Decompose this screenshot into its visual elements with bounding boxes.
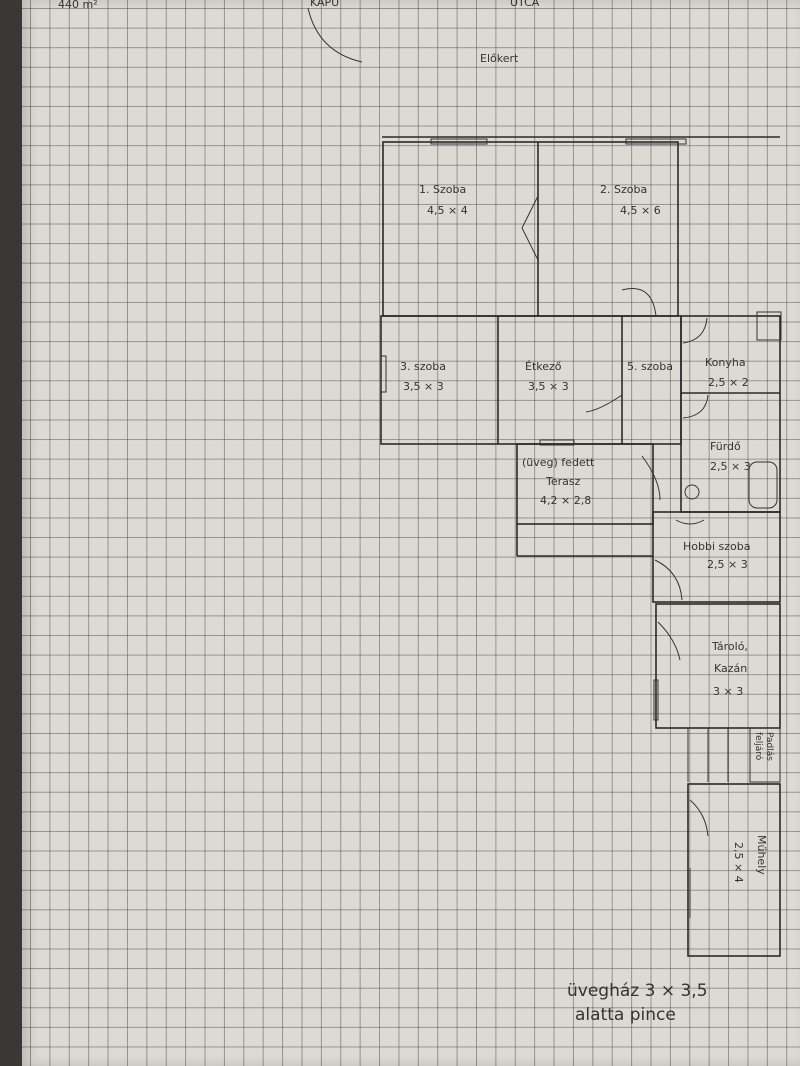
door-room5-arc (585, 394, 623, 413)
label-padlas-2: feljáró (753, 732, 764, 761)
label-room2-name: 2. Szoba (600, 183, 647, 196)
graph-paper-sheet (22, 0, 800, 1066)
door-room5-top-arc (621, 288, 657, 317)
label-terasz-size: 4,2 × 2,8 (540, 494, 591, 507)
label-konyha-name: Konyha (705, 356, 746, 369)
label-padlas-1: Padlás (764, 732, 774, 761)
door-terasz-arc (641, 455, 661, 501)
wall-rooms-1-2 (382, 141, 679, 317)
label-tarolo-name2: Kazán (714, 662, 747, 675)
label-room5-name: 5. szoba (627, 360, 673, 373)
stove (756, 311, 782, 341)
label-furdo-name: Fürdő (710, 440, 741, 453)
bathtub (748, 461, 778, 509)
wall-tarolo (655, 603, 781, 729)
door-tarolo-arc (657, 621, 681, 661)
label-hobbi-size: 2,5 × 3 (707, 558, 748, 571)
label-terasz-name1: (üveg) fedett (522, 456, 595, 469)
label-room1-name: 1. Szoba (419, 183, 466, 196)
window-terasz (539, 439, 575, 446)
label-utca: UTCA (510, 0, 540, 9)
window-room1 (430, 138, 488, 145)
label-muhely-size: 2,5 × 4 (732, 842, 745, 883)
wall-konyha-furdo (680, 315, 781, 513)
door-hobbi-arc (654, 559, 683, 601)
note-line-1: üvegház 3 × 3,5 (567, 981, 708, 1001)
label-konyha-size: 2,5 × 2 (708, 376, 749, 389)
label-room3-name: 3. szoba (400, 360, 446, 373)
label-room1-size: 4,5 × 4 (427, 204, 468, 217)
window-tarolo (653, 679, 659, 721)
door-room1-room2 (521, 195, 539, 261)
label-corner: 440 m² (58, 0, 98, 11)
label-terasz-name2: Terasz (545, 475, 581, 488)
door-konyha-arc (682, 317, 708, 344)
door-furdo-arc (682, 394, 709, 419)
label-muhely-name: Műhely (755, 835, 768, 875)
wall-terasz (516, 443, 654, 525)
label-etkezo-name: Étkező (525, 360, 562, 373)
wall-padlas (749, 727, 781, 783)
label-tarolo-size: 3 × 3 (713, 685, 743, 698)
label-room2-size: 4,5 × 6 (620, 204, 661, 217)
label-hobbi-name: Hobbi szoba (683, 540, 750, 553)
gate-door-arc (307, 7, 363, 63)
door-muhely-arc (689, 799, 709, 837)
window-room2 (625, 138, 687, 145)
label-room3-size: 3,5 × 3 (403, 380, 444, 393)
toilet (684, 484, 700, 500)
label-etkezo-size: 3,5 × 3 (528, 380, 569, 393)
sink (675, 519, 705, 525)
label-furdo-size: 2,5 × 3 (710, 460, 751, 473)
label-kapu: KAPU (310, 0, 339, 9)
window-room3 (380, 355, 387, 393)
note-line-2: alatta pince (575, 1005, 676, 1025)
label-tarolo-name1: Tároló, (711, 640, 748, 653)
label-elokert: Előkert (480, 52, 519, 65)
wall-hobbi (652, 511, 781, 603)
wall-muhely (687, 783, 781, 957)
